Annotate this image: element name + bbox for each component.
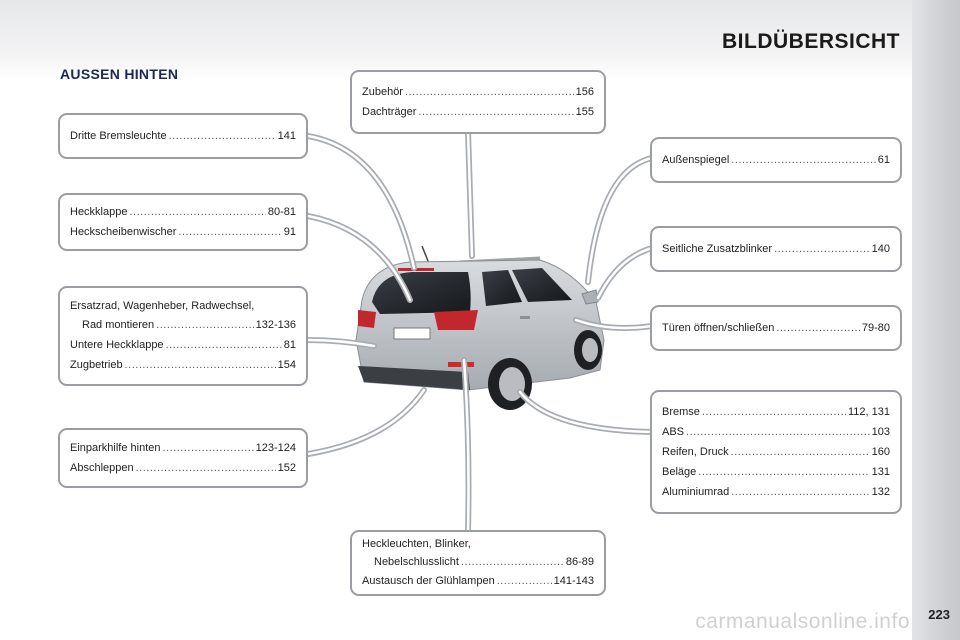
tail-light-right <box>434 310 478 330</box>
side-window-rear <box>482 270 522 306</box>
watermark: carmanualsonline.info <box>695 610 910 633</box>
index-entry[interactable]: Heckscheibenwischer91 <box>70 222 296 242</box>
index-entry[interactable]: Türen öffnen/schließen79-80 <box>662 318 890 338</box>
side-mirror <box>581 289 599 305</box>
index-entry[interactable]: Beläge131 <box>662 462 890 482</box>
index-entry[interactable]: Zugbetrieb154 <box>70 355 296 375</box>
callout-einparkhilfe <box>305 387 427 457</box>
callout-dritte <box>305 133 417 271</box>
license-plate <box>393 327 431 340</box>
rear-bumper <box>358 366 470 390</box>
index-entry[interactable]: Seitliche Zusatzblinker140 <box>662 239 890 259</box>
section-title: AUSSEN HINTEN <box>60 66 179 82</box>
box-aussenspiegel: Außenspiegel61 <box>650 137 902 183</box>
index-entry[interactable]: ABS103 <box>662 422 890 442</box>
side-window-front <box>512 268 572 302</box>
page-title: BILDÜBERSICHT <box>722 30 900 53</box>
side-strip <box>912 0 960 640</box>
box-heckklappe: Heckklappe80-81 Heckscheibenwischer91 <box>58 193 308 251</box>
index-entry[interactable]: Heckklappe80-81 <box>70 202 296 222</box>
callout-heckklappe <box>305 213 413 303</box>
front-wheel-rim <box>582 338 598 362</box>
index-entry[interactable]: Zubehör156 <box>362 82 594 102</box>
index-entry[interactable]: Außenspiegel61 <box>662 150 890 170</box>
box-zubehoer: Zubehör156 Dachträger155 <box>350 70 606 134</box>
rear-window <box>372 272 471 314</box>
fog-light <box>448 362 474 367</box>
index-entry[interactable]: Aluminiumrad132 <box>662 482 890 502</box>
box-bremse: Bremse112, 131 ABS103 Reifen, Druck160 B… <box>650 390 902 514</box>
page-number: 223 <box>928 607 950 622</box>
box-ersatzrad: Ersatzrad, Wagenheber, Radwechsel, Rad m… <box>58 286 308 386</box>
index-entry[interactable]: Austausch der Glühlampen141-143 <box>362 571 594 591</box>
box-tueren: Türen öffnen/schließen79-80 <box>650 305 902 351</box>
tail-light-left <box>358 310 376 328</box>
car-rear-illustration <box>355 245 605 410</box>
entry-heading: Heckleuchten, Blinker, <box>362 538 471 550</box>
box-heckleuchten: Heckleuchten, Blinker, Nebelschlusslicht… <box>350 530 606 596</box>
entry-heading: Ersatzrad, Wagenheber, Radwechsel, <box>70 300 255 312</box>
index-entry[interactable]: Dritte Bremsleuchte141 <box>70 126 296 146</box>
box-dritte-bremsleuchte: Dritte Bremsleuchte141 <box>58 113 308 159</box>
box-seitliche-blinker: Seitliche Zusatzblinker140 <box>650 226 902 272</box>
index-entry[interactable]: Reifen, Druck160 <box>662 442 890 462</box>
index-entry[interactable]: Untere Heckklappe81 <box>70 335 296 355</box>
index-entry[interactable]: Rad montieren132-136 <box>70 315 296 335</box>
index-entry[interactable]: Abschleppen152 <box>70 458 296 478</box>
index-entry[interactable]: Nebelschlusslicht86-89 <box>362 553 594 571</box>
index-entry[interactable]: Dachträger155 <box>362 102 594 122</box>
door-handle <box>520 316 530 319</box>
box-einparkhilfe: Einparkhilfe hinten123-124 Abschleppen15… <box>58 428 308 488</box>
index-entry[interactable]: Einparkhilfe hinten123-124 <box>70 438 296 458</box>
callout-blinker <box>595 245 655 301</box>
index-entry[interactable]: Bremse112, 131 <box>662 402 890 422</box>
